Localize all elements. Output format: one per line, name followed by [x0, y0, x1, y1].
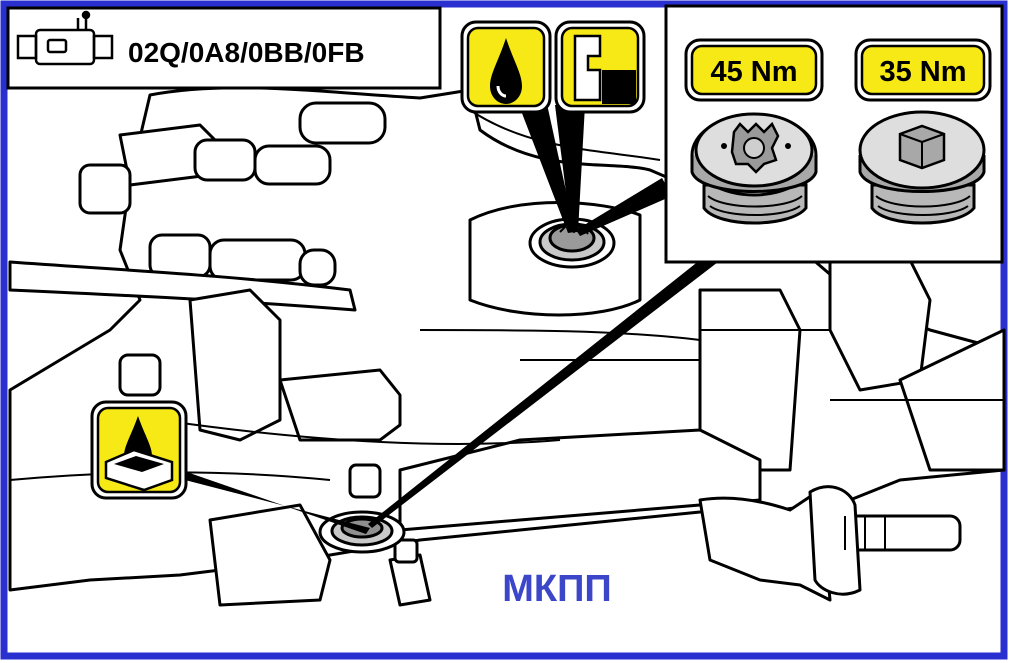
header-code-box: 02Q/0A8/0BB/0FB — [6, 6, 442, 90]
filler-plug-level-icon — [554, 20, 646, 114]
gearbox-icon — [16, 10, 114, 66]
splined-plug-icon — [690, 112, 818, 225]
oil-drop-icon — [460, 20, 552, 114]
filler-plug-on-housing — [528, 217, 616, 269]
torque-left-value: 45 Nm — [710, 56, 797, 88]
gearbox-codes: 02Q/0A8/0BB/0FB — [128, 37, 365, 68]
torque-right-value: 35 Nm — [879, 56, 966, 88]
pointer-lines — [152, 95, 718, 534]
housing-details — [9, 109, 1004, 550]
transmission-caption: МКПП — [502, 568, 612, 610]
transmission-housing — [8, 86, 1006, 607]
drain-pan-icon — [90, 400, 188, 500]
torque-badge-left: 45 Nm — [684, 38, 824, 102]
torque-badge-right: 35 Nm — [854, 38, 992, 102]
hex-plug-icon — [858, 110, 986, 225]
torque-inset-panel: 45 Nm 35 Nm — [664, 4, 1004, 264]
